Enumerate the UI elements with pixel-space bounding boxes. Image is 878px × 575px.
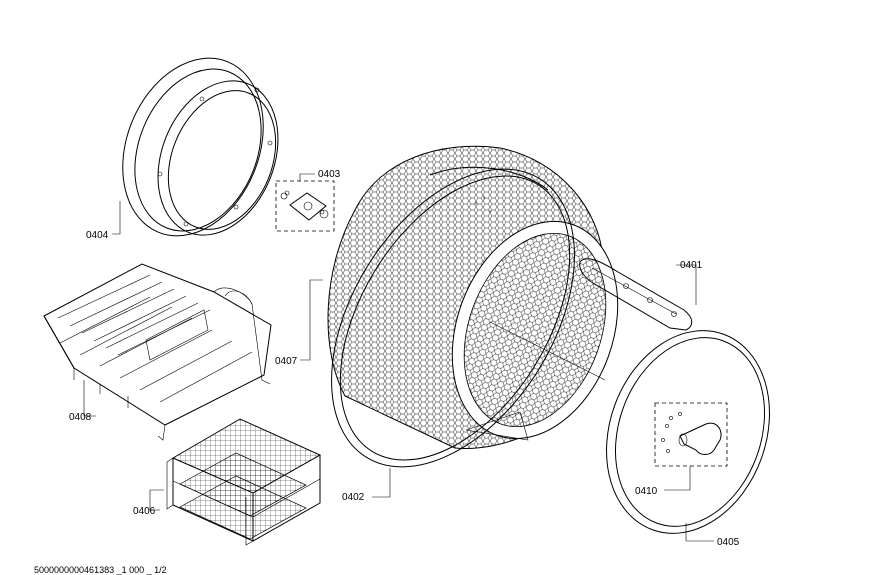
shelf-insert-0406	[166, 418, 322, 546]
drum-0407	[327, 145, 619, 449]
drive-belt-0402	[331, 168, 575, 468]
label-0403: 0403	[318, 169, 341, 180]
label-0405: 0405	[717, 537, 740, 548]
leader-lines	[83, 173, 714, 542]
document-footer: 5000000000461383 _1 000 _ 1/2	[34, 565, 167, 575]
rear-plate-0405	[606, 330, 770, 534]
label-0402: 0402	[342, 492, 365, 503]
label-0406: 0406	[133, 506, 156, 517]
label-0404: 0404	[86, 230, 109, 241]
drum-shaft-0410	[654, 402, 728, 467]
part-labels: 0403 0404 0401 0407 0408 0406 0402 0410 …	[69, 169, 740, 548]
bearing-bracket-0403	[275, 180, 335, 232]
label-0401: 0401	[680, 260, 703, 271]
drum-paddle-0401	[579, 258, 693, 331]
front-ring-0404	[122, 57, 279, 237]
label-0410: 0410	[635, 486, 658, 497]
label-0408: 0408	[69, 412, 92, 423]
label-0407: 0407	[275, 356, 298, 367]
drying-rack-0408	[43, 263, 272, 441]
